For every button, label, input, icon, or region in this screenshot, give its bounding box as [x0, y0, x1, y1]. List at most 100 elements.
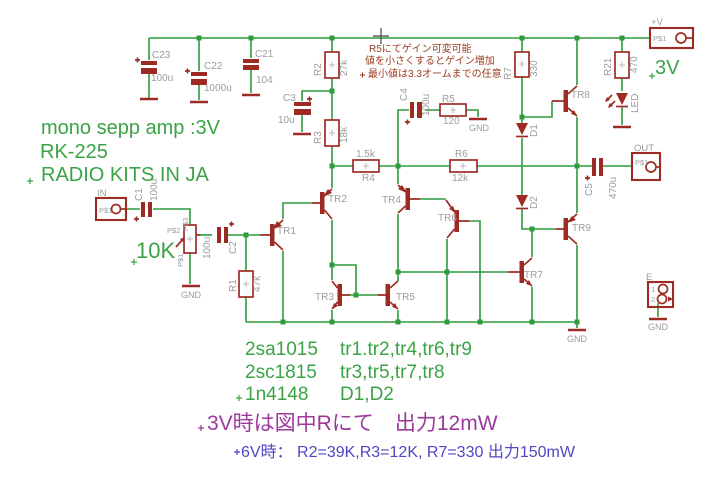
tr2-ref: TR2 [328, 194, 347, 205]
footnote-blue: 6V時： R2=39K,R3=12K, R7=330 出力150mW [241, 443, 576, 461]
in-pin: P$1 [99, 206, 112, 215]
r6-value: 12k [452, 173, 469, 184]
part-devices-3: D1,D2 [340, 384, 394, 405]
c2-ref: C2 [228, 241, 239, 254]
transistor-tr4: TR4 [382, 184, 420, 214]
transistor-tr7: TR7 [508, 257, 543, 287]
part-devices-1: tr1.tr2,tr4,tr6,tr9 [340, 339, 472, 360]
r2-ref: R2 [313, 63, 324, 76]
c3-value: 10u [278, 115, 295, 126]
r1-value: 47k [252, 275, 263, 292]
r7-value: 330 [529, 60, 540, 77]
transistor-tr1: TR1 [260, 219, 296, 251]
c5-ref: C5 [584, 183, 595, 196]
pot-gnd-label: GND [181, 290, 202, 300]
capacitor-c21: C21 104 [242, 49, 274, 97]
e-pin1: 1 [651, 285, 655, 294]
part-name-3: 1n4148 [245, 384, 308, 405]
part-name-1: 2sa1015 [245, 339, 318, 360]
tr3-ref: TR3 [315, 292, 334, 303]
r3-ref: R3 [313, 131, 324, 144]
e-pin2: 2 [651, 295, 655, 304]
part-devices-2: tr3,tr5,tr7,tr8 [340, 362, 445, 383]
led-ref: LED [630, 94, 641, 113]
title-line1: mono sepp amp :3V [41, 117, 221, 139]
tr9-ref: TR9 [572, 223, 591, 234]
tr6-ref: TR6 [438, 213, 457, 224]
r5-value: 120 [443, 116, 460, 127]
tr9-gnd-label: GND [567, 334, 588, 344]
transistor-tr8: TR8 [552, 85, 590, 117]
r4-ref: R4 [362, 173, 375, 184]
capacitor-c5: C5 470u [584, 158, 619, 199]
c21-value: 104 [256, 75, 273, 86]
resistor-r7: R7 330 [503, 51, 540, 80]
d1-ref: D1 [529, 124, 540, 137]
c21-ref: C21 [255, 49, 274, 60]
red-note-line1: R5にてゲイン可変可能 [369, 42, 472, 55]
connector-e: E 1 2 GND [646, 272, 675, 332]
transistor-tr3: TR3 [315, 280, 350, 310]
footnotes: 3V時は図中Rにて 出力12mW 6V時： R2=39K,R3=12K, R7=… [198, 412, 576, 461]
tr8-ref: TR8 [571, 90, 590, 101]
tr7-ref: TR7 [524, 270, 543, 281]
connector-supply: +V P$1 3V [648, 17, 695, 79]
c4-ref: C4 [399, 88, 410, 101]
r1-ref: R1 [228, 279, 239, 292]
r5-gnd-label: GND [469, 123, 490, 133]
r21-ref: R21 [603, 57, 614, 76]
resistor-r2: R2 27k [313, 51, 350, 79]
e-label: E [646, 272, 652, 283]
c5-value: 470u [608, 177, 619, 199]
resistor-r4: 1.5k R4 [352, 149, 380, 184]
capacitor-c2: 100u C2 [202, 221, 239, 259]
pot-pin-bottom: P$1 [176, 254, 185, 267]
title-block: mono sepp amp :3V RK-225 RADIO KITS IN J… [27, 117, 221, 186]
junction-dots [196, 35, 625, 325]
resistor-r3: R3 18k [313, 119, 350, 147]
pot-pin-wiper: P$2 [167, 226, 180, 235]
supply-voltage: 3V [655, 57, 680, 79]
c23-ref: C23 [152, 50, 171, 61]
diode-d2: D2 [516, 195, 540, 210]
capacitor-c23: C23 100u [135, 50, 173, 101]
tr1-ref: TR1 [277, 226, 296, 237]
out-label: OUT [634, 143, 654, 154]
transistor-tr5: TR5 [378, 280, 415, 310]
in-label: IN [97, 188, 107, 199]
supply-pin: P$1 [653, 34, 666, 43]
r5-ref: R5 [442, 94, 455, 105]
resistor-r5: R5 120 GND [439, 94, 490, 133]
potentiometer-10k: GND P$3 P$1 P$2 10K [131, 218, 202, 300]
title-line2: RK-225 [40, 141, 108, 163]
resistor-r6: R6 12k [449, 149, 478, 184]
resistor-r21: R21 470 [603, 51, 640, 79]
r21-value: 470 [629, 56, 640, 73]
r3-value: 18k [339, 126, 350, 143]
pot-value: 10K [136, 238, 175, 263]
transistor-tr6: TR6 [438, 199, 469, 239]
footnote-purple: 3V時は図中Rにて 出力12mW [207, 412, 498, 435]
red-note-line3: 最小値は3.3オームまでの任意 [368, 67, 502, 80]
transistor-tr2: TR2 [312, 188, 347, 220]
notes-red: R5にてゲイン可変可能 値を小さくするとゲイン増加 最小値は3.3オームまでの任… [360, 42, 502, 80]
connector-in: IN P$1 [94, 188, 128, 222]
c2-value: 100u [202, 237, 213, 259]
diode-d1: D1 [516, 123, 540, 138]
led-icon: LED [605, 93, 641, 129]
part-name-2: 2sc1815 [245, 362, 317, 383]
r6-ref: R6 [455, 149, 468, 160]
capacitor-c3: C3 10u [278, 93, 312, 136]
c22-ref: C22 [204, 61, 223, 72]
title-line3: RADIO KITS IN JA [41, 164, 209, 186]
tr5-ref: TR5 [396, 292, 415, 303]
connector-out: OUT P$1 [630, 143, 662, 182]
transistor-tr9: GND TR9 [556, 213, 591, 344]
c1-ref: C1 [134, 188, 145, 201]
c4-value: 100u [421, 94, 432, 116]
capacitor-c1: C1 100u [134, 179, 160, 222]
parts-list: 2sa1015 tr1.tr2,tr4,tr6,tr9 2sc1815 tr3,… [236, 339, 472, 405]
r2-value: 27k [339, 59, 350, 76]
supply-label: +V [651, 17, 664, 28]
